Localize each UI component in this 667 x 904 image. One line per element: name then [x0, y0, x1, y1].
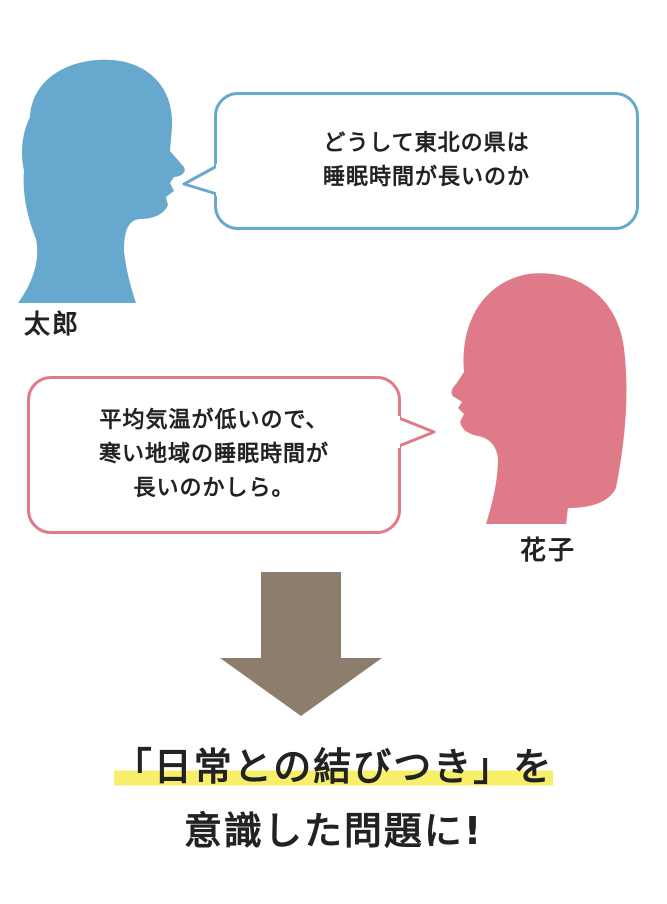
taro-name: 太郎 — [24, 310, 81, 340]
hanako-name: 花子 — [520, 536, 577, 566]
hanako-bubble-tail — [396, 416, 436, 448]
hanako-silhouette-icon — [451, 273, 627, 524]
taro-speech-bubble: どうして東北の県は 睡眠時間が長いのか — [214, 92, 639, 230]
down-arrow-icon — [220, 572, 382, 716]
taro-bubble-tail — [182, 164, 220, 196]
taro-speech-line: 睡眠時間が長いのか — [322, 165, 530, 190]
hanako-speech-line: 長いのかしら。 — [133, 476, 295, 501]
conclusion-highlighted-text: 「日常との結びつき」を — [113, 745, 554, 789]
hanako-speech-line: 寒い地域の睡眠時間が — [98, 442, 329, 467]
hanako-speech-bubble: 平均気温が低いので、 寒い地域の睡眠時間が 長いのかしら。 — [27, 376, 401, 534]
taro-silhouette-icon — [18, 59, 185, 303]
taro-speech-line: どうして東北の県は — [323, 131, 530, 156]
conclusion-line-2: 意識した問題に! — [183, 809, 484, 853]
conclusion-line-1: 「日常との結びつき」を — [0, 736, 667, 791]
hanako-speech-line: 平均気温が低いので、 — [99, 408, 329, 433]
